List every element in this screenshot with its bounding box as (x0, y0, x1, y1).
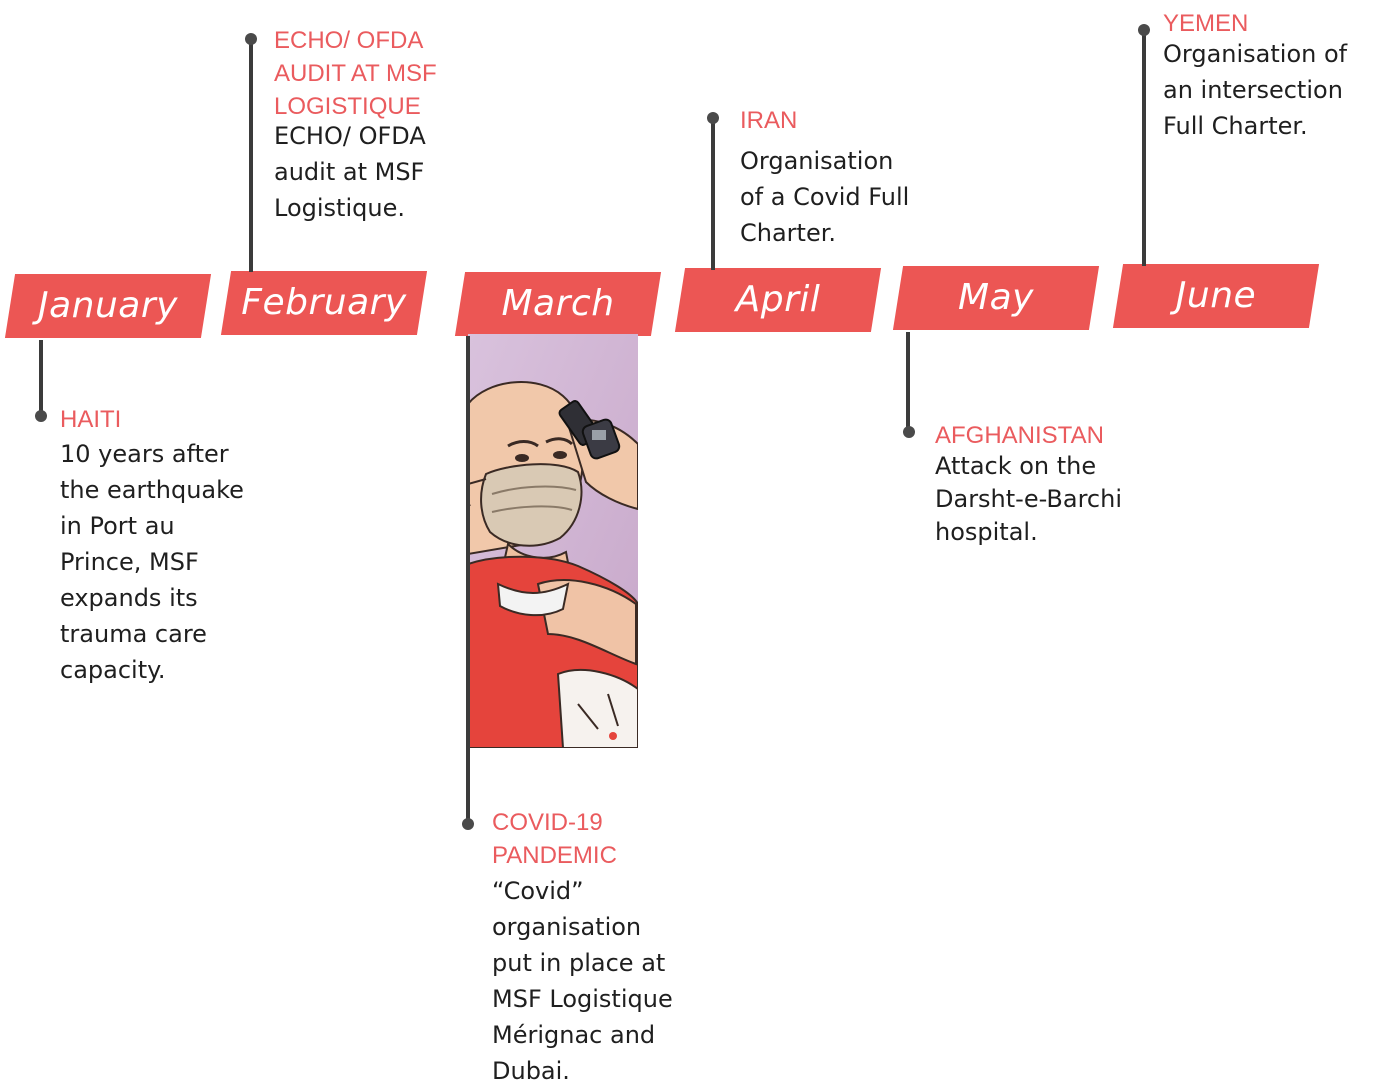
month-label-june: June (1175, 275, 1257, 316)
covid-body: “Covid” organisation put in place at MSF… (492, 877, 673, 1084)
yemen-title: YEMEN (1163, 10, 1249, 37)
iran-title: IRAN (740, 107, 798, 134)
month-label-may: May (958, 277, 1034, 318)
yemen-dot (1138, 24, 1150, 36)
covid-title: COVID-19 PANDEMIC (492, 809, 617, 869)
afghanistan-dot (903, 426, 915, 438)
haiti-dot (35, 410, 47, 422)
month-label-april: April (735, 279, 821, 320)
echo-title: ECHO/ OFDA AUDIT AT MSF LOGISTIQUE (274, 27, 437, 120)
covid-stem (466, 336, 470, 826)
month-label-february: February (241, 282, 407, 323)
haiti-title: HAITI (60, 406, 122, 433)
iran-stem (711, 120, 715, 270)
masked-worker-illustration-icon (468, 334, 638, 748)
echo-stem (249, 38, 253, 272)
iran-dot (707, 112, 719, 124)
afghanistan-title: AFGHANISTAN (935, 422, 1104, 449)
yemen-body: Organisation of an intersection Full Cha… (1163, 40, 1348, 140)
afghanistan-stem (906, 332, 910, 432)
haiti-body: 10 years after the earthquake in Port au… (60, 440, 244, 684)
afghanistan-body: Attack on the Darsht-e-Barchi hospital. (935, 452, 1122, 546)
month-label-march: March (501, 283, 615, 324)
haiti-stem (39, 340, 43, 416)
covid-illustration (468, 334, 638, 748)
covid-dot (462, 818, 474, 830)
echo-dot (245, 33, 257, 45)
month-label-january: January (38, 285, 178, 326)
yemen-stem (1142, 32, 1146, 266)
echo-body: ECHO/ OFDA audit at MSF Logistique. (274, 122, 426, 222)
iran-body: Organisation of a Covid Full Charter. (740, 147, 910, 247)
